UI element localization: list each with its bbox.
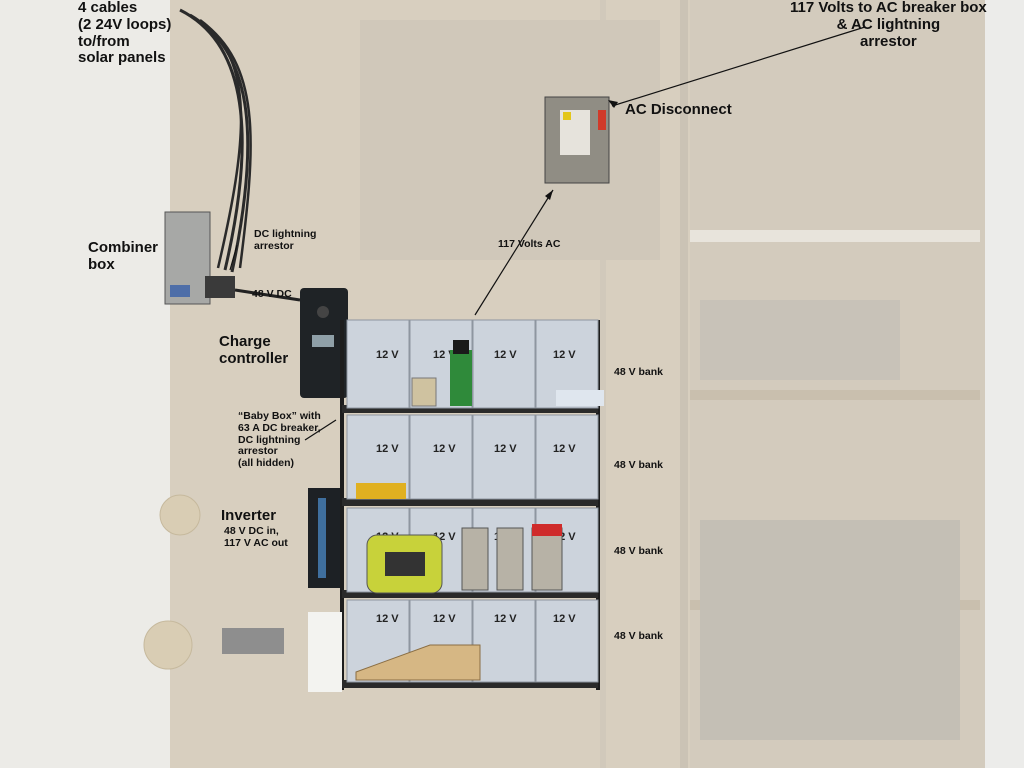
jar-lid bbox=[532, 524, 562, 536]
label-combiner-box: Combiner box bbox=[88, 239, 159, 273]
battery-label: 12 V bbox=[494, 349, 517, 361]
door-knob bbox=[159, 494, 201, 536]
background-shelf bbox=[690, 390, 980, 400]
door-knob bbox=[143, 620, 193, 670]
tool-charger-panel bbox=[385, 552, 425, 576]
battery-label: 12 V bbox=[553, 349, 576, 361]
battery-label: 12 V bbox=[376, 349, 399, 361]
can bbox=[411, 377, 437, 407]
combiner-box-label bbox=[170, 285, 190, 297]
background-vertical-post bbox=[680, 0, 688, 768]
label-ac-to-breaker: 117 Volts to AC breaker box & AC lightni… bbox=[790, 0, 987, 50]
solar-cable bbox=[189, 13, 250, 273]
white-container bbox=[308, 612, 342, 692]
ac-disconnect-handle bbox=[598, 110, 606, 130]
battery bbox=[472, 599, 536, 683]
battery-label: 12 V bbox=[494, 613, 517, 625]
background-clutter bbox=[360, 20, 660, 260]
label-bank-3: 48 V bank bbox=[614, 545, 664, 557]
battery-label: 12 V bbox=[553, 613, 576, 625]
background-clutter bbox=[700, 300, 900, 380]
label-solar-cables: 4 cables (2 24V loops) to/from solar pan… bbox=[78, 0, 172, 67]
label-48v-dc: 48 V DC bbox=[252, 288, 292, 300]
jar bbox=[531, 527, 563, 591]
rag bbox=[556, 390, 604, 406]
battery bbox=[346, 319, 410, 409]
battery-label: 12 V bbox=[553, 443, 576, 455]
battery-label: 12 V bbox=[433, 443, 456, 455]
dc-lightning-arrestor-device bbox=[205, 276, 235, 298]
battery-label: 12 V bbox=[494, 443, 517, 455]
label-bank-1: 48 V bank bbox=[614, 366, 664, 378]
dc-wire bbox=[234, 288, 301, 302]
battery-label: 12 V bbox=[376, 443, 399, 455]
label-baby-box: “Baby Box” with 63 A DC breaker, DC ligh… bbox=[238, 410, 321, 469]
label-inverter-io: 48 V DC in, 117 V AC out bbox=[224, 525, 288, 549]
battery bbox=[472, 319, 536, 409]
multimeter bbox=[356, 483, 406, 499]
label-bank-2: 48 V bank bbox=[614, 459, 664, 471]
battery bbox=[409, 414, 473, 500]
battery-label: 12 V bbox=[433, 613, 456, 625]
background-left-door bbox=[0, 0, 170, 768]
label-117v-ac: 117 Volts AC bbox=[498, 238, 561, 250]
label-ac-disconnect: AC Disconnect bbox=[625, 101, 732, 118]
charge-controller-display bbox=[312, 335, 334, 347]
spray-can-top bbox=[453, 340, 469, 354]
wood-block bbox=[355, 644, 481, 681]
background-shelf bbox=[690, 230, 980, 242]
jar bbox=[496, 527, 524, 591]
charge-controller-knob bbox=[317, 306, 329, 318]
label-dc-lightning-arrestor: DC lightning arrestor bbox=[254, 228, 317, 252]
battery bbox=[535, 414, 599, 500]
label-inverter: Inverter bbox=[221, 507, 277, 524]
spray-can bbox=[450, 350, 472, 406]
bracket bbox=[222, 628, 284, 654]
background-clutter bbox=[700, 520, 960, 740]
ac-disconnect-warning bbox=[563, 112, 571, 120]
label-charge-controller: Charge controller bbox=[219, 333, 289, 367]
inverter-stripe bbox=[318, 498, 326, 578]
background-right-edge bbox=[985, 0, 1024, 768]
battery bbox=[472, 414, 536, 500]
background-vertical-post bbox=[600, 0, 606, 768]
battery bbox=[535, 599, 599, 683]
solar-cable bbox=[205, 24, 252, 269]
battery-label: 12 V bbox=[376, 613, 399, 625]
jar bbox=[461, 527, 489, 591]
annotation-lines bbox=[229, 26, 866, 441]
label-bank-4: 48 V bank bbox=[614, 630, 664, 642]
